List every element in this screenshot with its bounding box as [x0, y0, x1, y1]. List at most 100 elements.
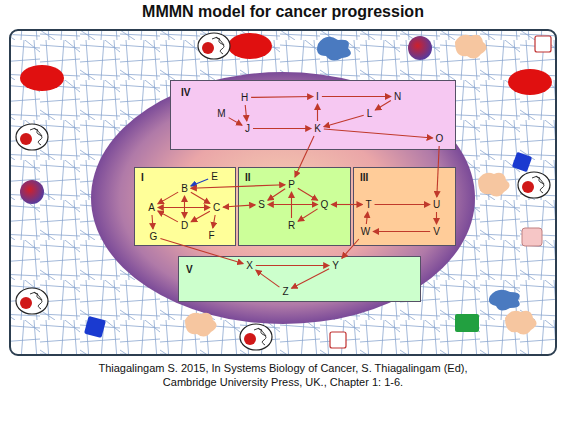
interaction-arrow	[256, 270, 280, 287]
gene-letter: R	[288, 220, 295, 231]
citation-caption: Thiagalingam S. 2015, In Systems Biology…	[73, 361, 493, 389]
gene-letter: Z	[282, 286, 288, 297]
interaction-arrow	[324, 129, 433, 138]
interaction-arrow	[251, 96, 313, 98]
interaction-arrow	[158, 207, 210, 208]
interaction-arrow	[151, 215, 153, 229]
gene-letter: A	[148, 202, 155, 213]
interaction-arrow	[291, 192, 292, 218]
gene-node: T	[364, 199, 372, 210]
gene-letter: M	[217, 108, 225, 119]
interaction-arrow	[245, 105, 247, 121]
interaction-arrow	[160, 239, 243, 264]
interaction-arrow	[322, 96, 391, 97]
diagram-title: MMMN model for cancer progression	[0, 3, 566, 21]
interaction-arrow	[223, 205, 255, 207]
gene-letter: D	[181, 220, 188, 231]
gene-node: E	[210, 171, 219, 182]
interaction-arrow	[213, 215, 215, 228]
gene-letter: W	[361, 226, 370, 237]
gene-node: D	[180, 220, 189, 231]
gene-letter: T	[365, 199, 371, 210]
gene-letter: J	[245, 123, 250, 134]
interaction-arrow	[191, 179, 208, 186]
module-number: III	[360, 172, 368, 183]
interaction-arrow	[375, 101, 391, 110]
gene-node: U	[432, 199, 441, 210]
interaction-arrow	[268, 204, 318, 205]
gene-node: C	[212, 202, 221, 213]
interaction-arrow	[292, 269, 330, 289]
interaction-arrow	[191, 211, 210, 222]
interaction-arrow	[298, 209, 318, 221]
interaction-arrow	[437, 146, 439, 197]
interaction-arrow	[317, 104, 318, 121]
interaction-arrow	[373, 231, 430, 232]
gene-letter: U	[433, 199, 440, 210]
interaction-arrow	[366, 212, 367, 224]
gene-letter: H	[241, 92, 248, 103]
module-box: IV H I N M L J K O	[170, 80, 456, 150]
module-box: III T U W V	[353, 167, 456, 246]
gene-letter: I	[316, 91, 319, 102]
gene-node: S	[257, 199, 266, 210]
gene-node: H	[240, 92, 249, 103]
interaction-arrow	[191, 185, 285, 189]
gene-letter: K	[314, 123, 321, 134]
gene-node: V	[432, 226, 441, 237]
interaction-arrow	[295, 136, 314, 177]
gene-letter: V	[433, 226, 440, 237]
gene-letter: X	[246, 260, 253, 271]
gene-node: B	[180, 183, 189, 194]
interaction-arrow	[298, 188, 318, 200]
gene-node: N	[393, 91, 402, 102]
gene-node: I	[315, 91, 320, 102]
gene-letter: F	[208, 230, 214, 241]
interaction-arrow	[158, 211, 178, 222]
interaction-arrow	[375, 204, 430, 205]
module-number: IV	[181, 87, 190, 98]
gene-letter: Y	[332, 260, 339, 271]
gene-node: R	[287, 220, 296, 231]
gene-node: M	[216, 108, 226, 119]
interaction-arrow	[268, 189, 285, 201]
gene-letter: L	[367, 108, 373, 119]
interaction-arrow	[229, 118, 242, 126]
interaction-arrow	[191, 192, 210, 203]
module-number: I	[141, 172, 144, 183]
interaction-arrow	[331, 204, 362, 205]
interaction-arrow	[158, 192, 178, 204]
gene-node: J	[244, 123, 251, 134]
gene-node: L	[366, 108, 374, 119]
gene-letter: S	[258, 199, 265, 210]
module-number: II	[245, 172, 251, 183]
gene-node: P	[287, 179, 296, 190]
interaction-arrow	[342, 239, 359, 258]
module-number: V	[186, 264, 193, 275]
gene-letter: B	[181, 183, 188, 194]
gene-letter: O	[436, 133, 444, 144]
gene-letter: C	[213, 202, 220, 213]
interaction-arrow	[256, 265, 329, 266]
interaction-arrow	[253, 128, 311, 129]
module-box: II P S Q R	[238, 167, 351, 246]
gene-node: K	[313, 123, 322, 134]
gene-node: A	[147, 202, 156, 213]
gene-letter: N	[394, 91, 401, 102]
interaction-arrow	[436, 212, 437, 224]
gene-node: F	[207, 230, 215, 241]
module-box: V X Y Z	[178, 256, 421, 302]
gene-node: O	[435, 133, 445, 144]
gene-node: W	[360, 226, 371, 237]
gene-letter: Q	[321, 199, 329, 210]
gene-node: Z	[281, 286, 289, 297]
gene-node: Q	[320, 199, 330, 210]
gene-node: X	[245, 260, 254, 271]
gene-letter: P	[288, 179, 295, 190]
gene-letter: G	[150, 231, 158, 242]
interaction-arrow	[324, 115, 364, 127]
gene-node: G	[149, 231, 159, 242]
gene-node: Y	[331, 260, 340, 271]
